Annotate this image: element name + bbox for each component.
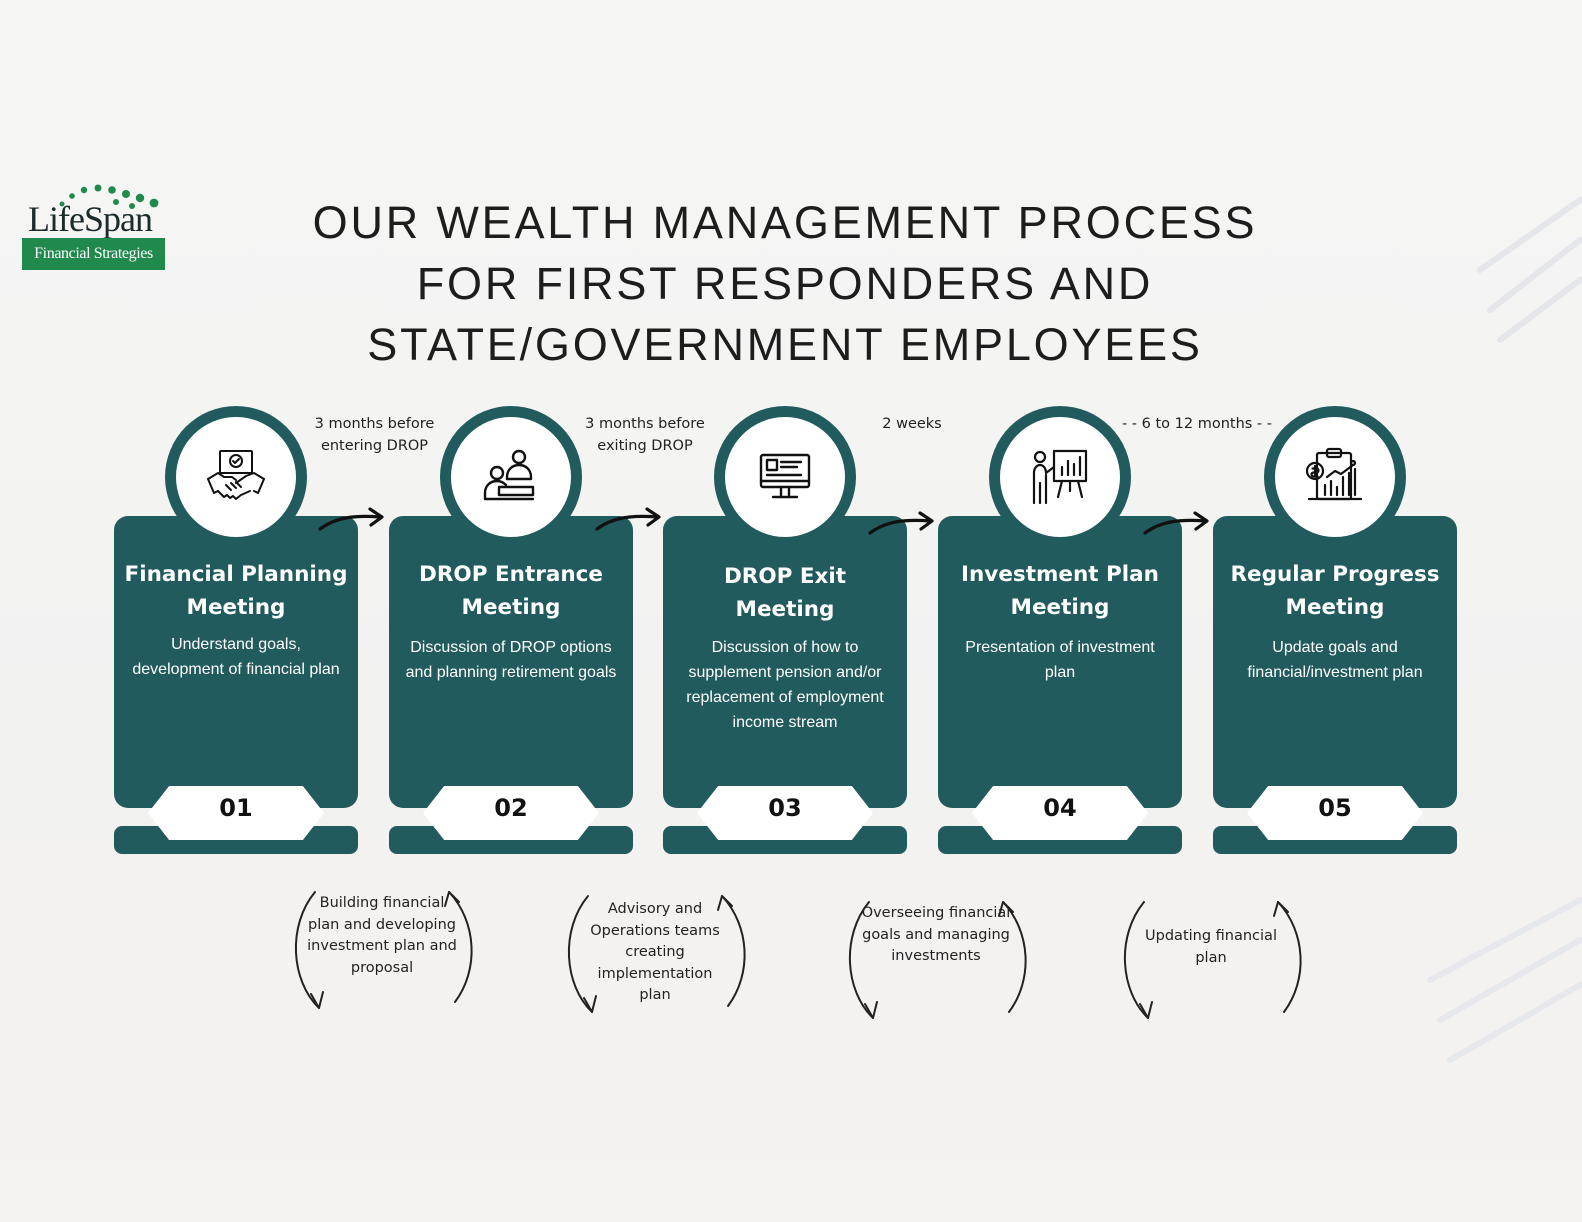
decorative-strokes bbox=[1427, 897, 1582, 1063]
step-description: Update goals and financial/investment pl… bbox=[1247, 639, 1423, 681]
title-line-3: STATE/GOVERNMENT EMPLOYEES bbox=[367, 319, 1203, 370]
step-number: 04 bbox=[1043, 794, 1077, 822]
timing-label-3-4: 2 weeks bbox=[882, 416, 942, 432]
card-body bbox=[114, 516, 358, 808]
cycle-text: Advisory and Operations teams creating i… bbox=[590, 901, 720, 1003]
handshake-icon bbox=[207, 450, 265, 500]
step-number: 02 bbox=[494, 794, 528, 822]
cycle-arrows-icon bbox=[1124, 901, 1302, 1019]
icon-circle bbox=[1000, 417, 1120, 537]
step-title: DROP Entrance Meeting bbox=[419, 562, 603, 620]
step-title: Financial Planning Meeting bbox=[124, 562, 348, 620]
cycle-note-2: Advisory and Operations teams creating i… bbox=[560, 890, 750, 1020]
step-description: Presentation of investment plan bbox=[965, 639, 1155, 681]
step-card-04: Investment Plan Meeting Presentation of … bbox=[938, 406, 1182, 856]
financial-report-icon bbox=[1305, 447, 1363, 501]
cycle-note-3: Overseeing financial goals and managing … bbox=[841, 896, 1031, 1026]
decorative-strokes bbox=[1477, 197, 1582, 343]
title-line-1: OUR WEALTH MANAGEMENT PROCESS bbox=[312, 197, 1258, 248]
arrow-icon bbox=[595, 507, 661, 531]
number-tab bbox=[423, 786, 599, 840]
number-tab bbox=[972, 786, 1148, 840]
step-card-03: DROP Exit Meeting Discussion of how to s… bbox=[663, 406, 907, 856]
step-title: Regular Progress Meeting bbox=[1230, 562, 1440, 620]
card-body bbox=[938, 516, 1182, 808]
logo-dots-icon bbox=[59, 184, 159, 209]
arrow-icon bbox=[868, 511, 934, 535]
step-number: 05 bbox=[1318, 794, 1352, 822]
icon-circle bbox=[176, 417, 296, 537]
step-number: 03 bbox=[768, 794, 802, 822]
cycle-arrows-icon bbox=[849, 901, 1027, 1019]
cycle-text: Overseeing financial goals and managing … bbox=[861, 905, 1011, 964]
cycle-text: Building financial plan and developing i… bbox=[307, 895, 457, 976]
presentation-board-icon bbox=[1032, 449, 1088, 505]
lifespan-logo: LifeSpan Financial Strategies bbox=[22, 184, 165, 272]
cycle-arrows-icon bbox=[568, 895, 746, 1013]
card-body bbox=[1213, 516, 1457, 808]
number-tab bbox=[148, 786, 324, 840]
icon-circle bbox=[725, 417, 845, 537]
number-tab bbox=[697, 786, 873, 840]
card-body bbox=[389, 516, 633, 808]
step-card-02: DROP Entrance Meeting Discussion of DROP… bbox=[389, 406, 633, 856]
meeting-people-icon bbox=[483, 449, 535, 501]
step-title: DROP Exit Meeting bbox=[723, 564, 847, 622]
page-title: OUR WEALTH MANAGEMENT PROCESS FOR FIRST … bbox=[280, 192, 1290, 375]
timing-label-1-2: 3 months before entering DROP bbox=[314, 416, 435, 454]
step-description: Discussion of DROP options and planning … bbox=[405, 639, 617, 681]
icon-circle bbox=[1275, 417, 1395, 537]
computer-monitor-icon bbox=[759, 453, 811, 499]
step-card-01: Financial Planning Meeting Understand go… bbox=[114, 406, 358, 856]
step-description: Understand goals, development of financi… bbox=[132, 636, 340, 678]
arrow-icon bbox=[1143, 511, 1209, 535]
cycle-note-4: Updating financial plan bbox=[1116, 896, 1306, 1026]
cycle-text: Updating financial plan bbox=[1145, 928, 1277, 966]
number-tab bbox=[1247, 786, 1423, 840]
timing-label-2-3: 3 months before exiting DROP bbox=[585, 416, 705, 454]
cycle-note-1: Building financial plan and developing i… bbox=[287, 886, 477, 1016]
step-card-05: Regular Progress Meeting Update goals an… bbox=[1213, 406, 1457, 856]
timing-label-4-5: - - 6 to 12 months - - bbox=[1121, 416, 1273, 432]
card-body bbox=[663, 516, 907, 808]
icon-circle bbox=[451, 417, 571, 537]
step-number: 01 bbox=[219, 794, 253, 822]
title-line-2: FOR FIRST RESPONDERS AND bbox=[416, 258, 1154, 309]
step-description: Discussion of how to supplement pension … bbox=[686, 639, 884, 731]
step-title: Investment Plan Meeting bbox=[961, 562, 1159, 620]
logo-wordmark: LifeSpan bbox=[28, 199, 153, 239]
logo-tagline: Financial Strategies bbox=[22, 238, 165, 270]
arrow-icon bbox=[318, 507, 384, 531]
cycle-arrows-icon bbox=[295, 891, 473, 1009]
